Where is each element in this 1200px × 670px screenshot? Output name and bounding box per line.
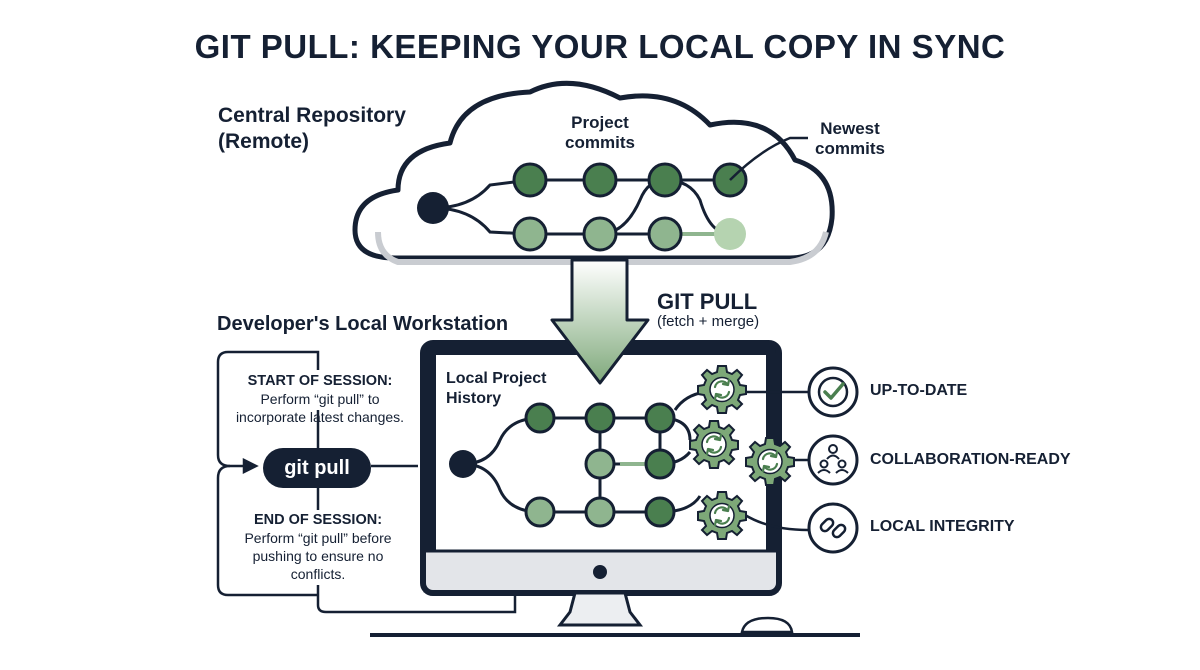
benefit-up-to-date: UP-TO-DATE: [870, 382, 968, 399]
newest-commits-line1: Newest: [820, 119, 880, 138]
local-history-line2: History: [446, 390, 502, 407]
sync-gear-icon: [696, 490, 748, 541]
git-pull-label: GIT PULL: [657, 289, 758, 314]
local-commit: [584, 448, 616, 480]
start-session-line1: Perform “git pull” to: [260, 391, 380, 407]
project-commits-line1: Project: [571, 113, 629, 132]
sync-gear-icon: [688, 419, 740, 470]
local-commit: [524, 496, 556, 528]
sync-gear-icon: [696, 364, 748, 415]
benefit-collaboration-ready: COLLABORATION-READY: [870, 451, 1071, 468]
local-commit: [644, 402, 676, 434]
newest-commits-pointer: [729, 136, 808, 181]
local-history-label: Local Project History: [446, 369, 546, 409]
project-commits-line2: commits: [565, 133, 635, 152]
remote-label: Central Repository (Remote): [218, 103, 406, 155]
end-session-line1: Perform “git pull” before: [244, 530, 392, 546]
chain-link-icon: [807, 502, 859, 554]
local-commits: [449, 402, 676, 528]
local-history-line1: Local Project: [446, 370, 547, 387]
check-circle-icon: [807, 366, 859, 418]
local-commit: [644, 496, 676, 528]
end-session-line2: pushing to ensure no: [252, 548, 384, 564]
session-loop: [216, 350, 517, 614]
remote-newest-commit: [714, 218, 746, 250]
remote-commit: [582, 162, 618, 198]
start-of-session-note: START OF SESSION: Perform “git pull” to …: [220, 372, 420, 426]
remote-commit: [512, 216, 548, 252]
local-commit: [524, 402, 556, 434]
remote-commit: [647, 216, 683, 252]
remote-commit: [647, 162, 683, 198]
benefit-local-integrity: LOCAL INTEGRITY: [870, 518, 1015, 535]
git-pull-command: git pull: [263, 448, 371, 488]
sync-gear-icon: [744, 436, 796, 487]
newest-commits-line2: commits: [815, 139, 885, 158]
workstation-label: Developer's Local Workstation: [217, 313, 509, 335]
local-root-commit: [449, 450, 477, 478]
start-session-line2: incorporate latest changes.: [235, 409, 405, 425]
git-pull-arrow: [550, 258, 650, 385]
local-merge-commit: [644, 448, 676, 480]
remote-label-line1: Central Repository: [218, 104, 406, 127]
local-commit: [584, 496, 616, 528]
remote-commit: [512, 162, 548, 198]
end-session-line3: conflicts.: [290, 566, 346, 582]
newest-commits-label: Newest commits: [800, 119, 900, 159]
page-title: GIT PULL: KEEPING YOUR LOCAL COPY IN SYN…: [194, 28, 1006, 65]
local-commit: [584, 402, 616, 434]
remote-label-line2: (Remote): [218, 130, 310, 153]
benefit-connectors: [744, 390, 809, 532]
monitor-power-button: [593, 565, 607, 579]
monitor: [370, 340, 860, 637]
git-pull-subtitle: (fetch + merge): [657, 313, 760, 330]
end-of-session-note: END OF SESSION: Perform “git pull” befor…: [218, 511, 418, 583]
project-commits-label: Project commits: [540, 113, 660, 153]
people-network-icon: [807, 434, 859, 486]
mouse: [740, 616, 794, 634]
remote-root-commit: [417, 192, 449, 224]
remote-commits: [417, 162, 748, 252]
remote-commit: [582, 216, 618, 252]
end-session-title: END OF SESSION:: [253, 512, 383, 528]
start-session-title: START OF SESSION:: [247, 373, 393, 389]
